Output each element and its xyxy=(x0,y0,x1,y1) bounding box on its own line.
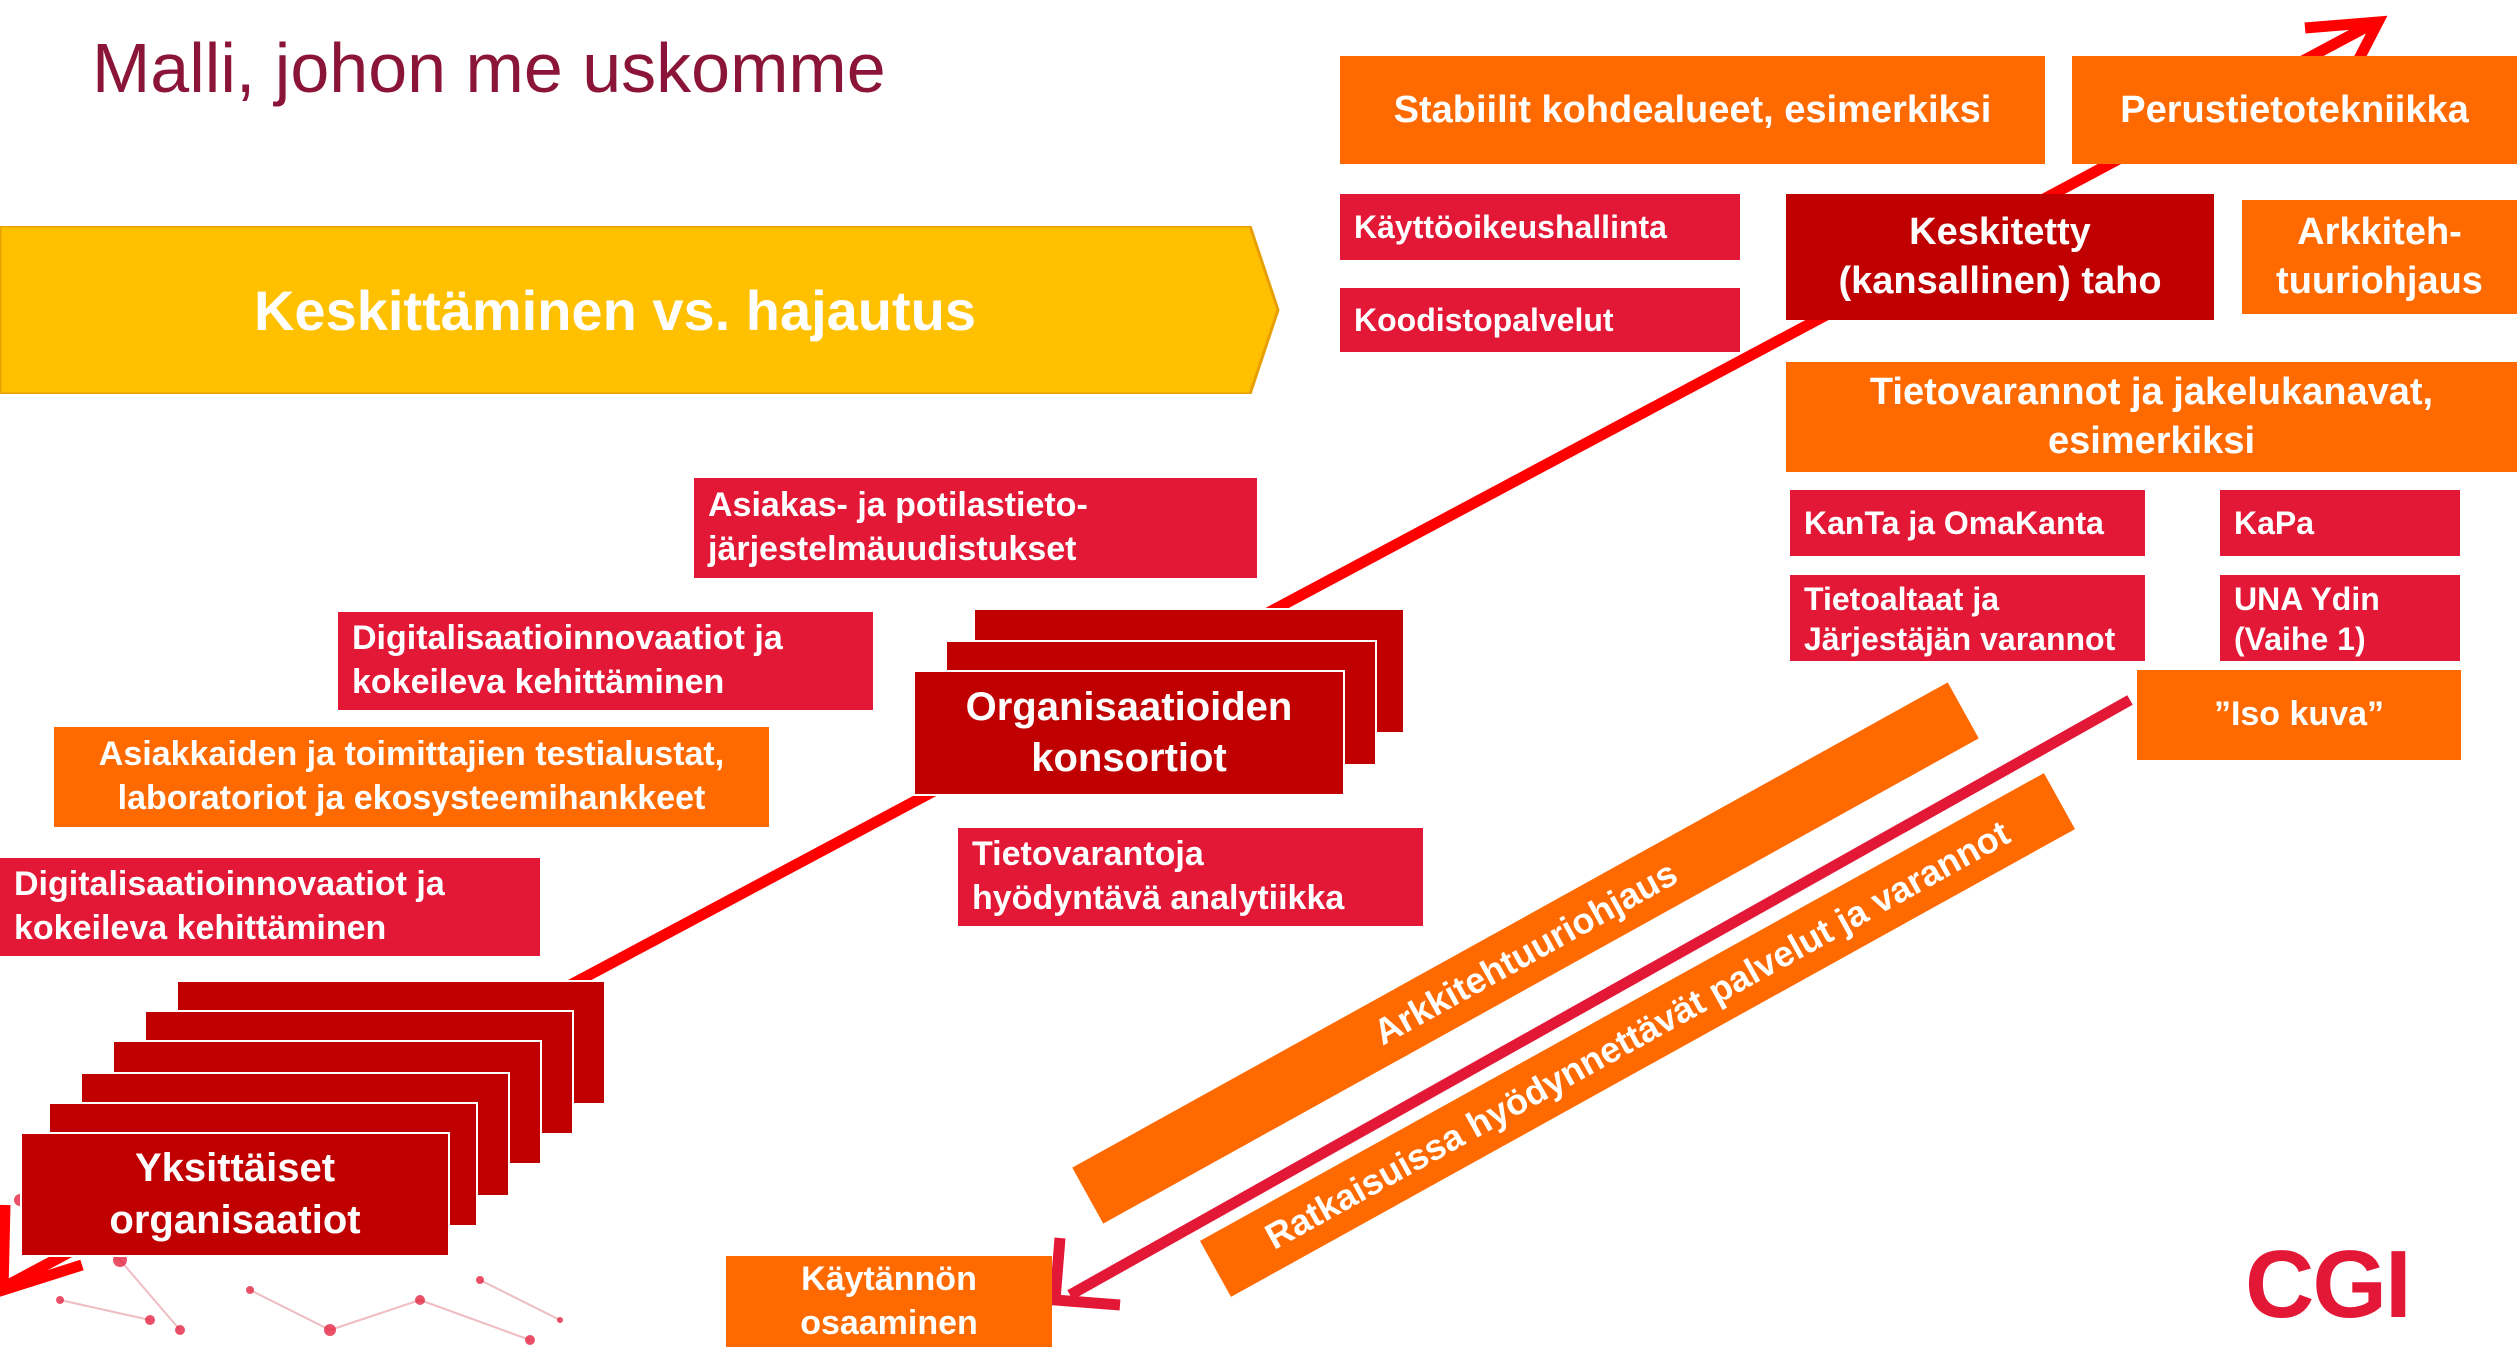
access-management-box: Käyttöoikeushallinta xyxy=(1340,194,1740,260)
digital-innovations-box-2: Digitalisaatioinnovaatiot ja kokeileva k… xyxy=(0,858,540,956)
testbeds-box: Asiakkaiden ja toimittajien testialustat… xyxy=(54,727,769,827)
stable-areas-header: Stabiilit kohdealueet, esimerkiksi xyxy=(1340,56,2045,164)
una-box: UNA Ydin (Vaihe 1) xyxy=(2220,575,2460,661)
data-pools-box: Tietoaltaat ja Järjestäjän varannot xyxy=(1790,575,2145,661)
kanta-box: KanTa ja OmaKanta xyxy=(1790,490,2145,556)
central-national-body-box: Keskitetty (kansallinen) taho xyxy=(1786,194,2214,320)
kapa-box: KaPa xyxy=(2220,490,2460,556)
patient-systems-box: Asiakas- ja potilastieto- järjestelmäuud… xyxy=(694,478,1257,578)
practical-skills-box: Käytännön osaaminen xyxy=(726,1256,1052,1347)
analytics-box: Tietovarantoja hyödyntävä analytiikka xyxy=(958,828,1423,926)
digital-innovations-box-1: Digitalisaatioinnovaatiot ja kokeileva k… xyxy=(338,612,873,710)
topic-banner-text: Keskittäminen vs. hajautus xyxy=(253,278,976,342)
individual-organisations-box: Yksittäiset organisaatiot xyxy=(20,1132,450,1257)
consortia-box: Organisaatioiden konsortiot xyxy=(913,670,1345,796)
architecture-guidance-box: Arkkiteh- tuuriohjaus xyxy=(2242,200,2517,314)
cgi-logo: CGI xyxy=(2245,1231,2412,1338)
repositories-header: Tietovarannot ja jakelukanavat, esimerki… xyxy=(1786,362,2517,472)
code-services-box: Koodistopalvelut xyxy=(1340,288,1740,352)
basic-it-box: Perustietotekniikka xyxy=(2072,56,2517,164)
slide-title: Malli, johon me uskomme xyxy=(92,29,886,107)
big-picture-box: ”Iso kuva” xyxy=(2137,670,2461,760)
topic-banner: Keskittäminen vs. hajautus xyxy=(0,226,1282,394)
